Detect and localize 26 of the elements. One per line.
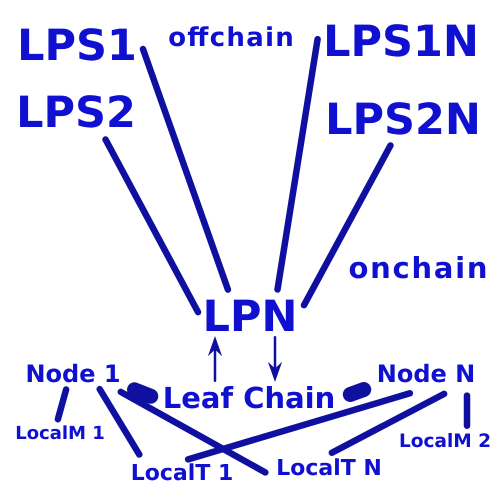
connector-line <box>118 388 269 476</box>
connector-line <box>184 390 414 463</box>
connector-line <box>102 136 202 316</box>
region-label: offchain <box>169 26 292 46</box>
connector-line <box>464 392 470 429</box>
connector-line <box>328 390 448 456</box>
node-label: LPN <box>206 300 294 331</box>
region-label: onchain <box>350 256 486 278</box>
connector-line <box>300 142 394 308</box>
node-label: Node 1 <box>28 364 119 382</box>
node-label: LocalT 1 <box>132 463 232 480</box>
node-label: LocalM 1 <box>16 425 104 440</box>
node-label: LPS2N <box>329 102 477 135</box>
connector-line <box>96 386 143 458</box>
node-label: Leaf Chain <box>165 386 333 408</box>
connector-line <box>274 36 321 293</box>
node-label: LPS1N <box>327 24 475 57</box>
connector-line <box>54 386 70 422</box>
node-label: LPS1 <box>21 28 134 61</box>
connector-bar <box>127 382 158 404</box>
node-label: LocalM 2 <box>400 432 490 448</box>
connector-bar <box>342 382 372 402</box>
node-label: LPS2 <box>20 95 132 128</box>
node-label: LocalT N <box>278 458 380 476</box>
connector-line <box>140 46 232 293</box>
node-label: Node N <box>378 364 474 382</box>
